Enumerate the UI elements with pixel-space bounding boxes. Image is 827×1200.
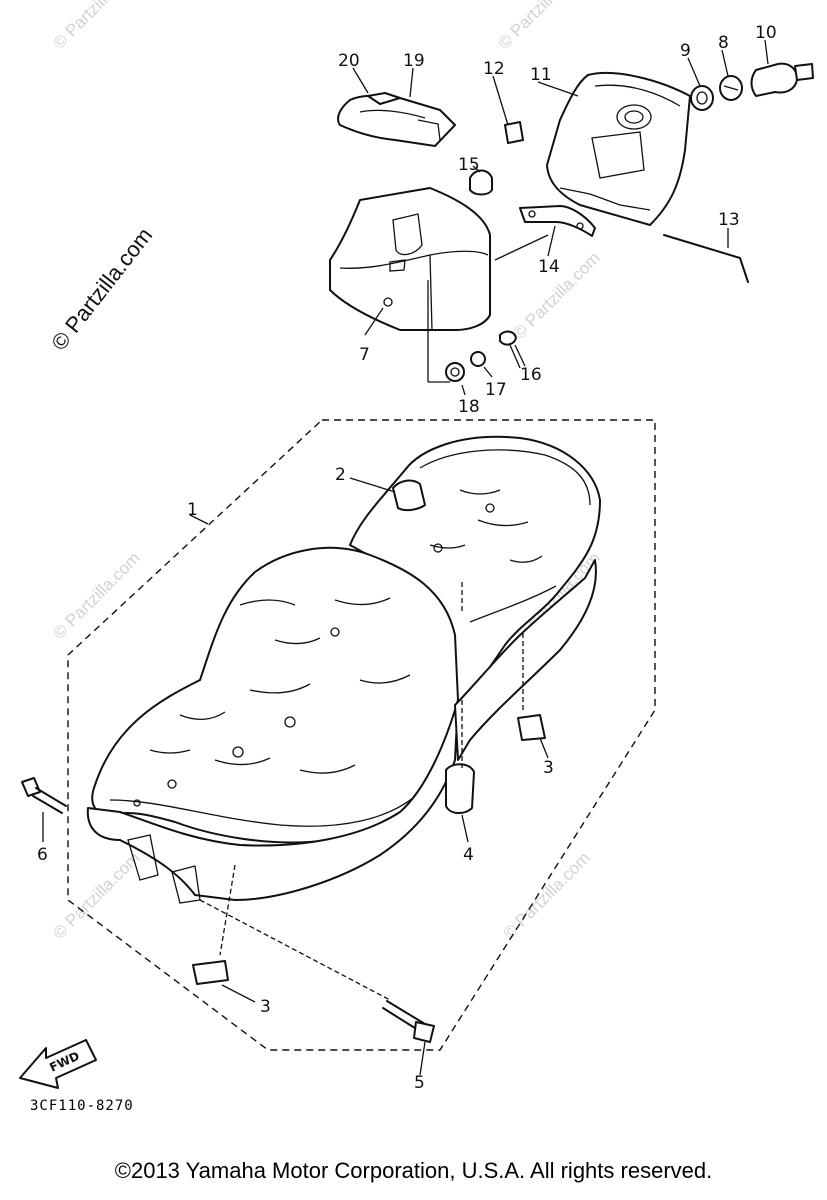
bolt (382, 1000, 435, 1043)
callout-numbers: 1 2 3 3 4 5 6 7 8 9 10 11 12 13 14 15 16… (37, 23, 777, 1093)
watermark: © Partzilla.com (49, 848, 143, 942)
fwd-arrow-icon: FWD (19, 1039, 97, 1089)
callout-5: 5 (414, 1073, 425, 1093)
callout-15: 15 (458, 155, 480, 175)
bracket (519, 205, 596, 237)
watermark: © Partzilla.com (49, 0, 143, 53)
seat-handle (337, 92, 456, 147)
watermark: © Partzilla.com (499, 848, 593, 942)
callout-2: 2 (335, 465, 346, 485)
grommet (469, 169, 493, 196)
seat-lock (690, 62, 814, 111)
damper (445, 763, 475, 814)
callout-12: 12 (483, 59, 505, 79)
callout-4: 4 (463, 845, 474, 865)
leader-lines (42, 39, 769, 1076)
callout-18: 18 (458, 397, 480, 417)
copyright-notice: ©2013 Yamaha Motor Corporation, U.S.A. A… (114, 1158, 713, 1183)
side-watermark: © Partzilla.com (46, 223, 157, 355)
callout-1: 1 (187, 500, 198, 520)
clip (504, 121, 524, 144)
callout-17: 17 (485, 380, 507, 400)
callout-16: 16 (520, 365, 542, 385)
spacer (445, 362, 465, 382)
screw (499, 330, 517, 346)
seat-bracket (192, 960, 229, 985)
callout-6: 6 (37, 845, 48, 865)
callout-8: 8 (718, 33, 729, 53)
callout-19: 19 (403, 51, 425, 71)
callout-14: 14 (538, 257, 560, 277)
rod (663, 234, 749, 283)
callout-3: 3 (543, 758, 554, 778)
tail-cover (329, 187, 491, 331)
catalog-code: 3CF110-8270 (30, 1098, 134, 1114)
callout-9: 9 (680, 41, 691, 61)
callout-10: 10 (755, 23, 777, 43)
seat-strap (392, 479, 426, 512)
callout-7: 7 (359, 345, 370, 365)
callout-20: 20 (338, 51, 360, 71)
bolt (21, 777, 67, 814)
seat-bracket (517, 714, 546, 741)
callout-11: 11 (530, 65, 552, 85)
watermark: © Partzilla.com (494, 0, 588, 53)
seat-exploded-diagram: © Partzilla.com © Partzilla.com © Partzi… (19, 0, 814, 1093)
callout-3: 3 (260, 997, 271, 1017)
parts-tray (546, 71, 691, 226)
washer (470, 351, 486, 367)
callout-13: 13 (718, 210, 740, 230)
